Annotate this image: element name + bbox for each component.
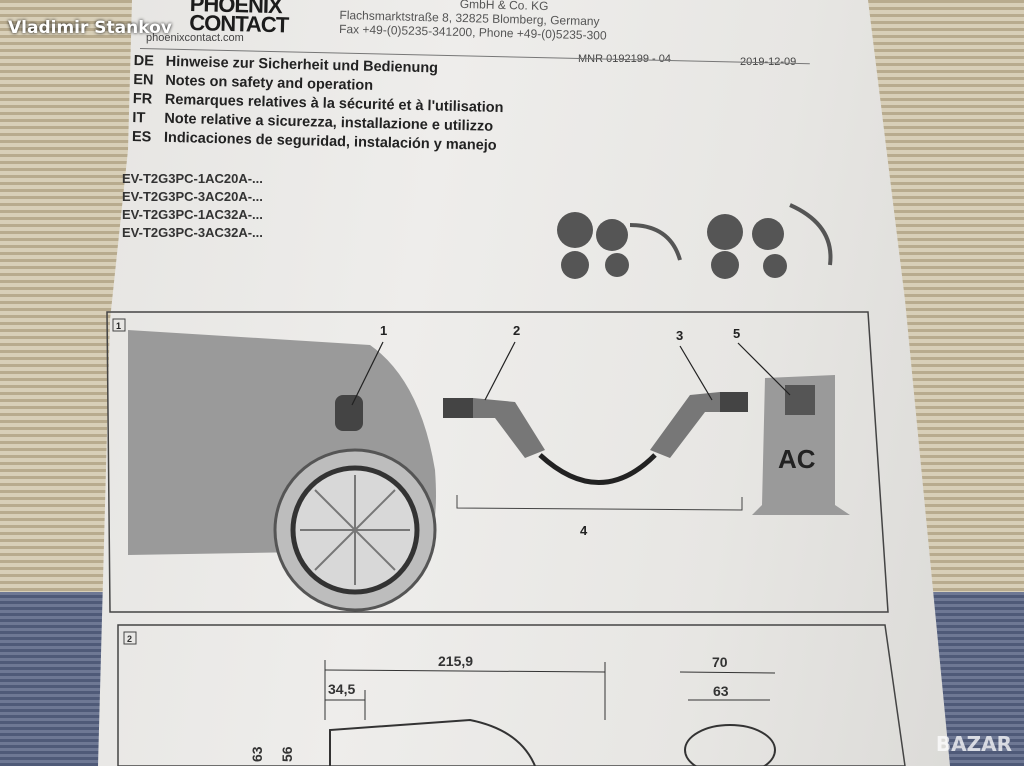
model-list: EV-T2G3PC-1AC20A-... EV-T2G3PC-3AC20A-..… <box>122 171 263 240</box>
callout-5: 5 <box>733 326 740 341</box>
figure2-number: 2 <box>127 634 132 644</box>
seller-name-watermark: Vladimir Stankov <box>8 18 172 38</box>
figure1-frame <box>106 311 889 613</box>
charging-station <box>752 375 850 515</box>
connector-image-2 <box>707 203 833 279</box>
callout-2: 2 <box>513 323 520 338</box>
site-watermark: BAZAR <box>935 732 1012 756</box>
dim-56: 56 <box>279 746 295 762</box>
dim-215-9: 215,9 <box>438 653 473 669</box>
dim-70: 70 <box>712 654 728 670</box>
callout-1: 1 <box>380 323 387 338</box>
callout-4: 4 <box>580 523 588 538</box>
connector-station <box>650 392 720 458</box>
dim-34-5: 34,5 <box>328 681 355 697</box>
doc-date: 2019-12-09 <box>740 56 797 68</box>
charging-cable <box>538 453 657 485</box>
car-charging-inlet <box>335 395 363 431</box>
figure1-number: 1 <box>116 321 121 331</box>
callout-3: 3 <box>676 328 683 343</box>
station-label-ac: AC <box>778 444 816 474</box>
dim-63-width: 63 <box>713 683 729 699</box>
connector-vehicle <box>473 398 545 458</box>
mnr-number: MNR 0192199 - 04 <box>578 53 671 65</box>
figure2-frame <box>117 624 906 766</box>
dim-63-height: 63 <box>249 746 265 762</box>
connector-image-1 <box>557 212 682 279</box>
website: phoenixcontact.com <box>146 32 244 44</box>
